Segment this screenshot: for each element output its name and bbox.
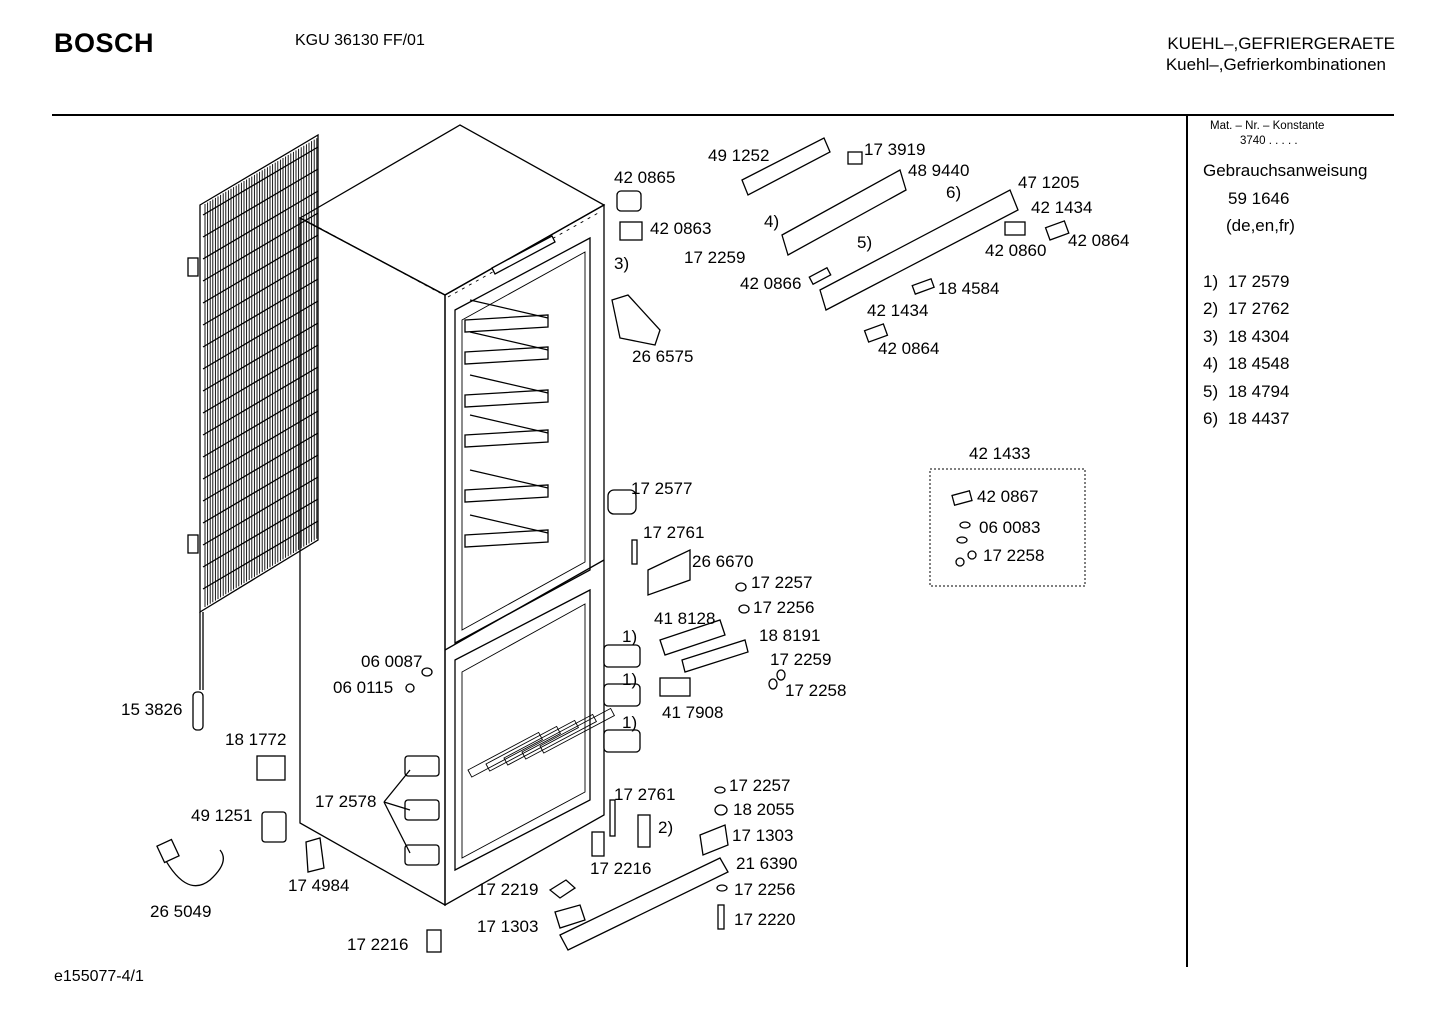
kit-item-label: 17 2258 — [983, 546, 1045, 565]
part-number-label: 15 3826 — [121, 700, 183, 719]
part-number-label: 06 0115 — [333, 678, 394, 697]
note-key: 1) — [1203, 272, 1219, 291]
note-value: 18 4304 — [1228, 327, 1290, 346]
part-number-label: 17 1303 — [732, 826, 794, 845]
note-value: 18 4548 — [1228, 354, 1290, 373]
kit-item-label: 06 0083 — [979, 518, 1041, 537]
part-number-label: 42 0865 — [614, 168, 676, 187]
callout-marker: 6) — [946, 183, 962, 202]
note-value: 18 4794 — [1228, 382, 1290, 401]
manual-languages: (de,en,fr) — [1226, 216, 1295, 235]
part-number-label: 18 8191 — [759, 626, 821, 645]
part-number-label: 06 0087 — [361, 652, 423, 671]
model-number: KGU 36130 FF/01 — [295, 32, 425, 49]
part-number-label: 17 2220 — [734, 910, 796, 929]
fridge-cabinet — [298, 124, 616, 907]
part-number-label: 41 8128 — [654, 609, 716, 628]
part-number-label: 26 6670 — [692, 552, 754, 571]
part-number-label: 48 9440 — [908, 161, 970, 180]
condenser-coil — [187, 133, 319, 690]
part-number-label: 26 6575 — [632, 347, 694, 366]
part-number-label: 42 0866 — [740, 274, 802, 293]
part-number-label: 18 2055 — [733, 800, 795, 819]
kit-item-label: 42 0867 — [977, 487, 1039, 506]
manual-title: Gebrauchsanweisung — [1203, 161, 1368, 180]
small-parts — [156, 190, 786, 953]
sidebar-rule — [1186, 115, 1188, 967]
part-number-label: 42 1434 — [867, 301, 929, 320]
part-number-label: 17 2216 — [590, 859, 652, 878]
part-number-label: 47 1205 — [1018, 173, 1080, 192]
part-number-label: 17 2257 — [751, 573, 813, 592]
part-number-label: 21 6390 — [736, 854, 798, 873]
part-number-label: 17 4984 — [288, 876, 350, 895]
note-value: 17 2762 — [1228, 299, 1290, 318]
drawing-reference: e155077-4/1 — [54, 968, 144, 985]
part-number-label: 17 2256 — [753, 598, 815, 617]
callout-marker: 1) — [622, 627, 638, 646]
part-number-label: 17 2259 — [684, 248, 746, 267]
part-number-label: 17 2256 — [734, 880, 796, 899]
part-number-label: 42 0860 — [985, 241, 1047, 260]
note-key: 4) — [1203, 354, 1219, 373]
category-lower: Kuehl–,Gefrierkombinationen — [1165, 55, 1386, 74]
part-number-label: 18 4584 — [938, 279, 1000, 298]
control-panel — [741, 137, 1070, 343]
part-number-label: 42 0863 — [650, 219, 712, 238]
kit-title: 42 1433 — [969, 444, 1031, 463]
note-value: 17 2579 — [1228, 272, 1290, 291]
part-number-label: 17 2258 — [785, 681, 847, 700]
part-number-label: 18 1772 — [225, 730, 287, 749]
part-number-label: 49 1251 — [191, 806, 253, 825]
part-number-label: 41 7908 — [662, 703, 724, 722]
part-number-label: 17 2761 — [643, 523, 705, 542]
part-number-label: 17 2577 — [631, 479, 693, 498]
part-number-label: 17 2219 — [477, 880, 539, 899]
callout-marker: 2) — [658, 818, 674, 837]
callout-marker: 3) — [614, 254, 630, 273]
mat-number-value: 3740 . . . . . — [1240, 135, 1298, 147]
part-number-label: 17 2257 — [729, 776, 791, 795]
part-number-label: 42 0864 — [878, 339, 940, 358]
header-rule — [52, 114, 1394, 116]
part-number-label: 49 1252 — [708, 146, 770, 165]
part-number-label: 26 5049 — [150, 902, 212, 921]
callout-marker: 1) — [622, 670, 638, 689]
note-key: 6) — [1203, 409, 1219, 428]
part-number-label: 17 2578 — [315, 792, 377, 811]
callout-marker: 1) — [622, 713, 638, 732]
category-upper: KUEHL–,GEFRIERGERAETE — [1167, 34, 1395, 53]
callout-marker: 4) — [764, 212, 780, 231]
note-value: 18 4437 — [1228, 409, 1290, 428]
mat-number-label: Mat. – Nr. – Konstante — [1210, 120, 1325, 132]
part-number-label: 17 2216 — [347, 935, 409, 954]
note-key: 3) — [1203, 327, 1219, 346]
note-key: 2) — [1203, 299, 1219, 318]
part-number-label: 17 3919 — [864, 140, 926, 159]
part-number-label: 17 2761 — [614, 785, 676, 804]
manual-number: 59 1646 — [1228, 189, 1290, 208]
part-number-label: 17 2259 — [770, 650, 832, 669]
callout-marker: 5) — [857, 233, 873, 252]
part-number-label: 42 0864 — [1068, 231, 1130, 250]
part-number-label: 17 1303 — [477, 917, 539, 936]
note-key: 5) — [1203, 382, 1219, 401]
part-number-label: 42 1434 — [1031, 198, 1093, 217]
brand-logo: BOSCH — [54, 28, 155, 58]
kit-box — [929, 468, 1086, 587]
